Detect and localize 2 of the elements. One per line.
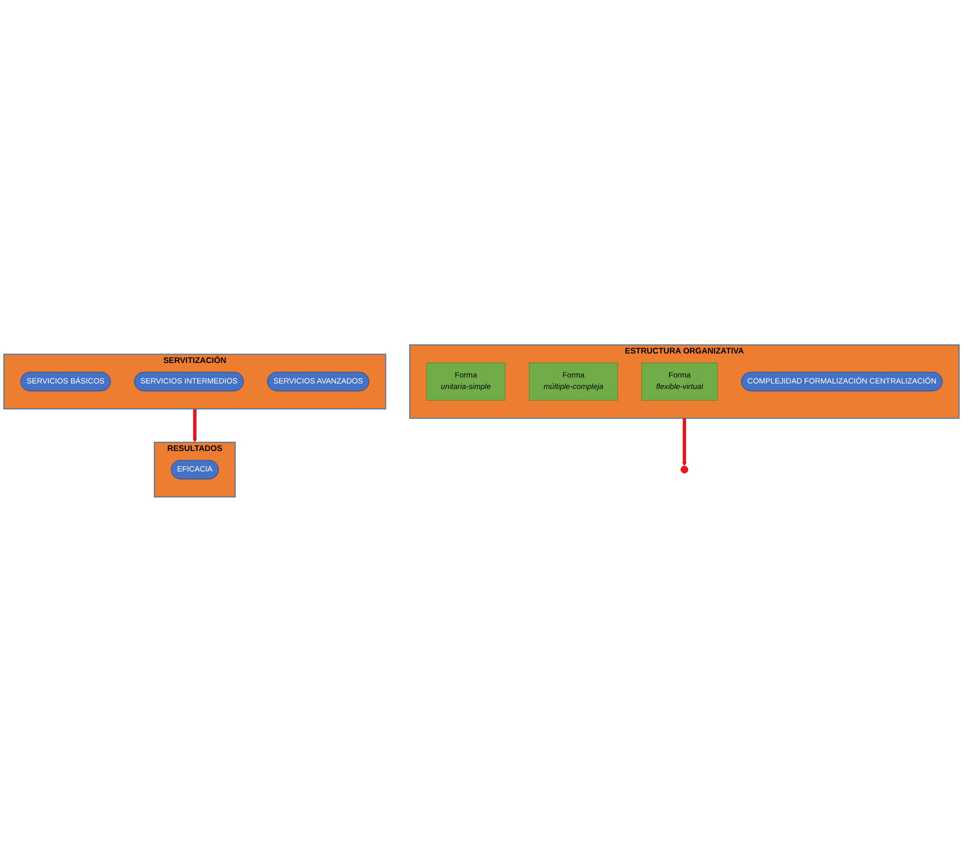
arrow bbox=[682, 418, 687, 466]
arrow bbox=[192, 409, 197, 443]
